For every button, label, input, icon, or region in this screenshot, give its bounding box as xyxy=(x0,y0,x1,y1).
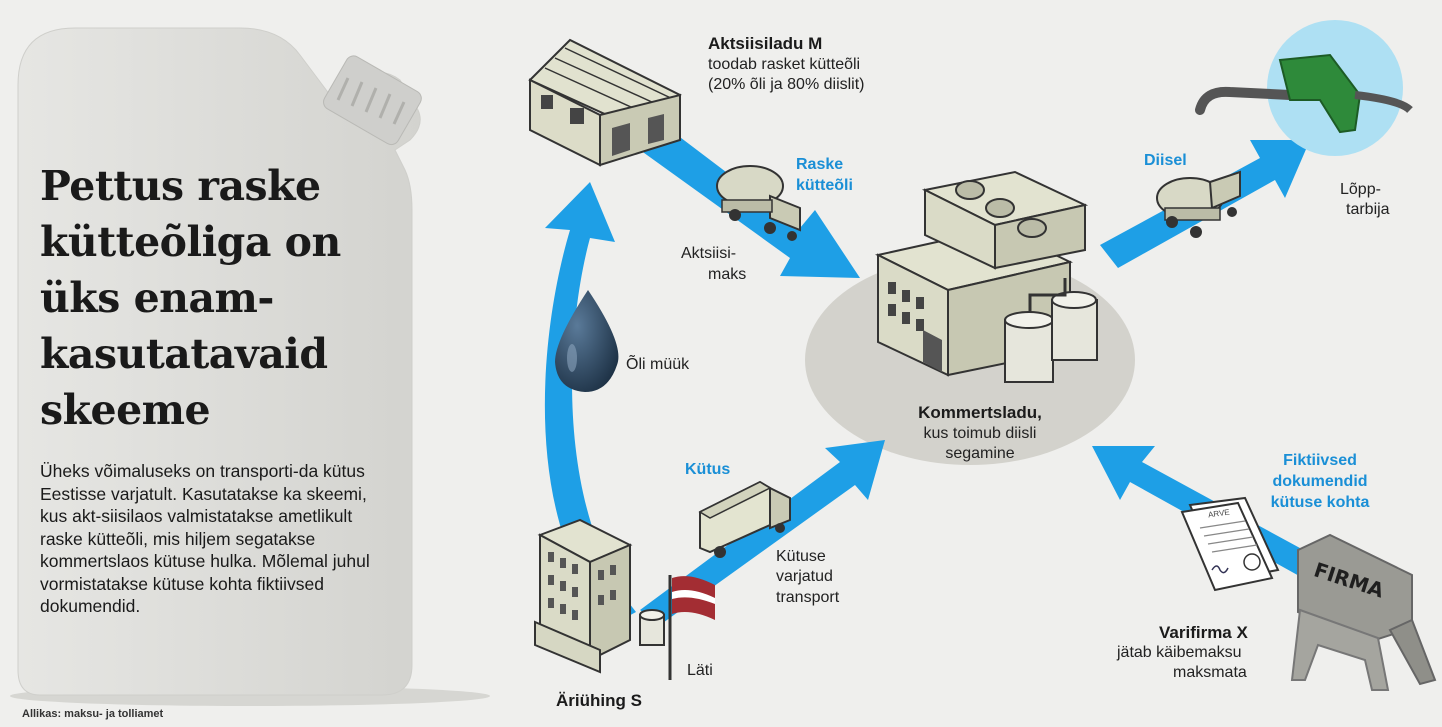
flow-fake-docs-line2: dokumendid xyxy=(1272,473,1368,490)
consumer-line1: Lõpp- xyxy=(1340,181,1381,198)
page-title: Pettus raske kütteõliga on üks enam-kasu… xyxy=(40,162,341,434)
flow-excise-line2: maks xyxy=(708,266,747,283)
flow-heavy-oil-line1: Raske xyxy=(796,156,844,173)
warehouse-m-line1: toodab rasket kütteõli xyxy=(708,56,861,73)
arrow-oil-sale xyxy=(544,182,636,625)
flow-hidden-transport-line3: transport xyxy=(776,589,840,606)
flow-hidden-transport-line2: varjatud xyxy=(776,568,833,585)
fuel-nozzle-icon xyxy=(1195,20,1413,156)
commercial-line1: Kommertsladu, xyxy=(918,403,1042,422)
commercial-line2: kus toimub diisli xyxy=(923,425,1037,442)
shell-x-line1: jätab käibemaksu xyxy=(1117,644,1242,661)
shell-x-line2: maksmata xyxy=(1173,664,1247,681)
flow-oil-sale: Õli müük xyxy=(626,356,690,373)
box-truck-icon xyxy=(698,480,791,558)
office-building-icon xyxy=(534,518,665,674)
tanker-truck-icon xyxy=(1156,170,1241,238)
consumer-line2: tarbija xyxy=(1346,201,1390,218)
oil-drop-icon xyxy=(555,290,619,392)
flow-fake-docs-line3: kütuse kohta xyxy=(1270,494,1370,511)
invoice-document-icon xyxy=(1180,496,1280,592)
tanker-truck-icon xyxy=(716,165,801,241)
warehouse-building xyxy=(528,38,682,167)
flow-fuel: Kütus xyxy=(685,461,731,478)
firma-sign-icon xyxy=(1290,533,1437,691)
flow-diesel: Diisel xyxy=(1144,152,1187,169)
canister-illustration xyxy=(10,27,490,706)
flow-excise-line1: Aktsiisi- xyxy=(681,245,737,262)
country-label: Läti xyxy=(687,662,713,679)
intro-paragraph: Üheks võimaluseks on transporti-da kütus… xyxy=(40,461,370,616)
shell-x-title: Varifirma X xyxy=(1159,623,1248,642)
commercial-line3: segamine xyxy=(945,445,1015,462)
flow-heavy-oil-line2: kütteõli xyxy=(796,177,853,194)
warehouse-m-title: Aktsiisiladu M xyxy=(708,34,823,53)
company-s-title: Äriühing S xyxy=(556,691,642,710)
arrow-fuel xyxy=(640,440,885,625)
source-note: Allikas: maksu- ja tolliamet xyxy=(22,708,164,720)
flow-fake-docs-line1: Fiktiivsed xyxy=(1283,452,1357,469)
flow-hidden-transport-line1: Kütuse xyxy=(776,548,826,565)
factory-building xyxy=(875,170,1098,383)
latvia-flag-icon xyxy=(668,575,715,680)
warehouse-m-line2: (20% õli ja 80% diislit) xyxy=(708,76,865,93)
